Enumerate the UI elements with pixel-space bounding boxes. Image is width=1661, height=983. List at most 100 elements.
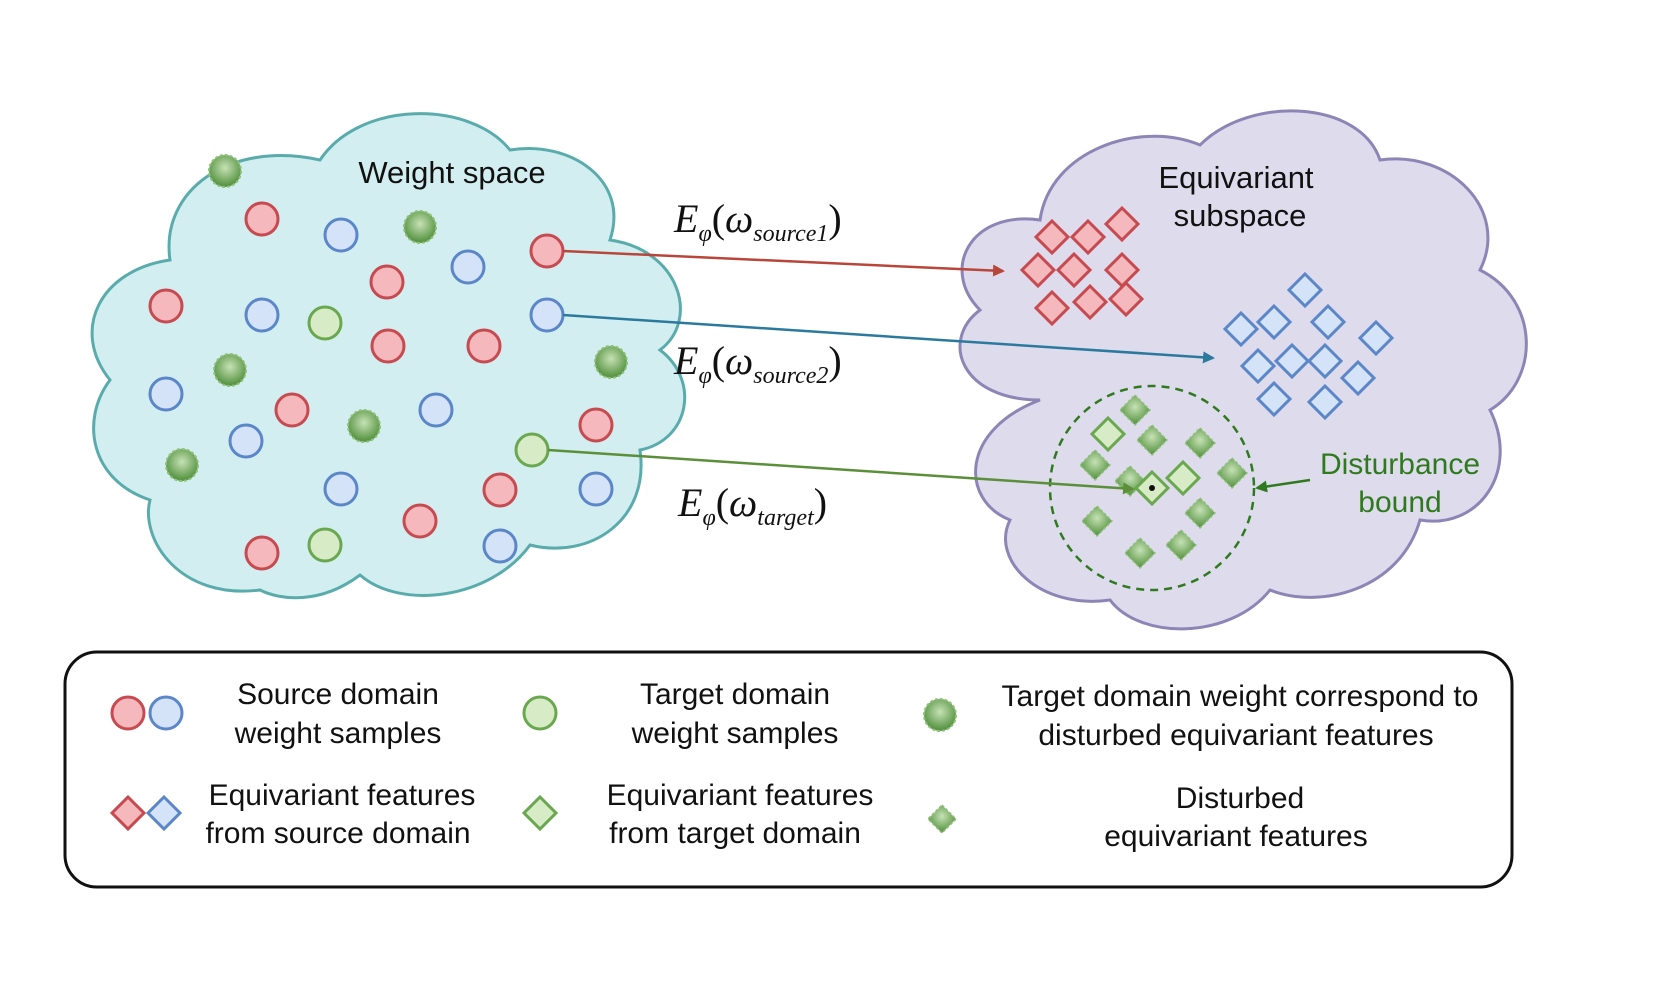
red-sample: [402, 503, 438, 539]
disturbed-weight-dot: [347, 409, 381, 443]
equivariant-subspace-label-line1: Equivariant: [1158, 160, 1313, 195]
legend-source-features-line2: from source domain: [205, 817, 470, 850]
center-point: [1149, 485, 1155, 491]
legend-target-samples: Target domain weight samples: [522, 678, 839, 750]
red-sample: [529, 233, 565, 269]
red-feature-diamond: [1033, 218, 1071, 256]
blue-sample: [418, 392, 454, 428]
legend-disturbed-features-line2: equivariant features: [1104, 820, 1368, 853]
green-sample: [307, 305, 343, 341]
legend-target-features-line2: from target domain: [609, 817, 861, 850]
blue-sample: [578, 471, 614, 507]
source-red-samples: [148, 201, 614, 571]
blue-sample: [148, 376, 184, 412]
disturbed-weight-dot: [208, 154, 242, 188]
blue-feature-diamond: [1309, 303, 1347, 341]
legend-source-samples-line1: Source domain: [237, 678, 439, 711]
legend-source-features: Equivariant features from source domain: [109, 779, 476, 850]
red-sample: [369, 264, 405, 300]
red-feature-diamond: [1107, 280, 1145, 318]
legend-disturbed-features: Disturbed equivariant features: [926, 782, 1368, 853]
legend-box: [63, 650, 1514, 889]
blue-sample: [482, 528, 518, 564]
blue-sample: [450, 249, 486, 285]
legend-disturbed-diamond-icon: [926, 803, 958, 835]
red-sample: [274, 392, 310, 428]
legend-target-disturbed-weight: Target domain weight correspond to distu…: [923, 680, 1479, 752]
legend-green-diamond-icon: [521, 794, 559, 832]
red-feature-diamond: [1019, 251, 1057, 289]
red-feature-diamond: [1069, 218, 1107, 256]
weight-space-label: Weight space: [358, 155, 545, 190]
mapping-label-source2: Eφ(ωsource2): [673, 338, 842, 389]
disturbed-feature-diamond: [1123, 536, 1157, 570]
red-sample: [370, 328, 406, 364]
disturbance-label-line1: Disturbance: [1320, 448, 1480, 481]
disturbed-weight-dot: [213, 353, 247, 387]
legend-green-circle-icon: [522, 695, 558, 731]
red-sample: [466, 328, 502, 364]
disturbance-bound-arrow: [1255, 478, 1311, 493]
green-sample: [514, 432, 550, 468]
disturbed-feature-diamond: [1164, 528, 1198, 562]
mapping-label-source1: Eφ(ωsource1): [673, 196, 842, 247]
target-green-samples: [307, 305, 550, 563]
legend-source-samples-line2: weight samples: [234, 717, 442, 750]
legend-red-diamond-icon: [109, 794, 147, 832]
red-feature-diamond: [1033, 289, 1071, 327]
legend-target-features-line1: Equivariant features: [607, 779, 874, 812]
blue-feature-diamond: [1357, 319, 1395, 357]
legend-disturbed-dot-icon: [923, 698, 957, 732]
blue-feature-diamond: [1239, 347, 1277, 385]
red-sample: [244, 535, 280, 571]
target-feature-diamond: [1089, 415, 1127, 453]
blue-feature-diamond: [1306, 383, 1344, 421]
legend-target-samples-line1: Target domain: [640, 678, 830, 711]
blue-sample: [323, 217, 359, 253]
red-sample: [148, 288, 184, 324]
red-sample: [578, 407, 614, 443]
legend-blue-diamond-icon: [145, 794, 183, 832]
source2-arrow: [562, 313, 1215, 364]
blue-feature-diamond: [1273, 342, 1311, 380]
red-feature-diamond: [1103, 205, 1141, 243]
green-sample: [307, 527, 343, 563]
red-sample: [482, 472, 518, 508]
blue-sample: [529, 297, 565, 333]
source-red-features: [1019, 205, 1145, 327]
disturbance-bound-circle: [1048, 384, 1256, 592]
disturbed-weight-dot: [403, 210, 437, 244]
disturbed-feature-diamond: [1078, 448, 1112, 482]
red-feature-diamond: [1071, 283, 1109, 321]
blue-sample: [244, 297, 280, 333]
target-disturbed-weights: [165, 154, 628, 482]
legend-target-samples-line2: weight samples: [631, 717, 839, 750]
red-feature-diamond: [1055, 251, 1093, 289]
blue-sample: [228, 423, 264, 459]
disturbed-feature-diamond: [1080, 504, 1114, 538]
source-blue-samples: [148, 217, 614, 564]
legend-source-features-line1: Equivariant features: [209, 779, 476, 812]
disturbed-features: [1078, 393, 1249, 570]
legend-blue-circle-icon: [148, 695, 184, 731]
blue-feature-diamond: [1222, 310, 1260, 348]
legend-red-circle-icon: [110, 695, 146, 731]
target-arrow: [547, 448, 1135, 495]
blue-feature-diamond: [1286, 271, 1324, 309]
disturbed-feature-diamond: [1135, 423, 1169, 457]
disturbed-feature-diamond: [1215, 456, 1249, 490]
disturbed-feature-diamond: [1183, 496, 1217, 530]
legend-target-disturbed-weight-line1: Target domain weight correspond to: [1002, 680, 1479, 713]
legend-source-samples: Source domain weight samples: [110, 678, 442, 750]
legend-disturbed-features-line1: Disturbed: [1176, 782, 1304, 815]
blue-feature-diamond: [1255, 380, 1293, 418]
equivariant-subspace-label-line2: subspace: [1174, 198, 1307, 233]
blue-feature-diamond: [1255, 303, 1293, 341]
blue-feature-diamond: [1339, 359, 1377, 397]
disturbed-weight-dot: [165, 448, 199, 482]
target-features: [1089, 415, 1202, 507]
disturbance-label-line2: bound: [1358, 486, 1441, 519]
disturbed-weight-dot: [594, 345, 628, 379]
red-sample: [244, 201, 280, 237]
